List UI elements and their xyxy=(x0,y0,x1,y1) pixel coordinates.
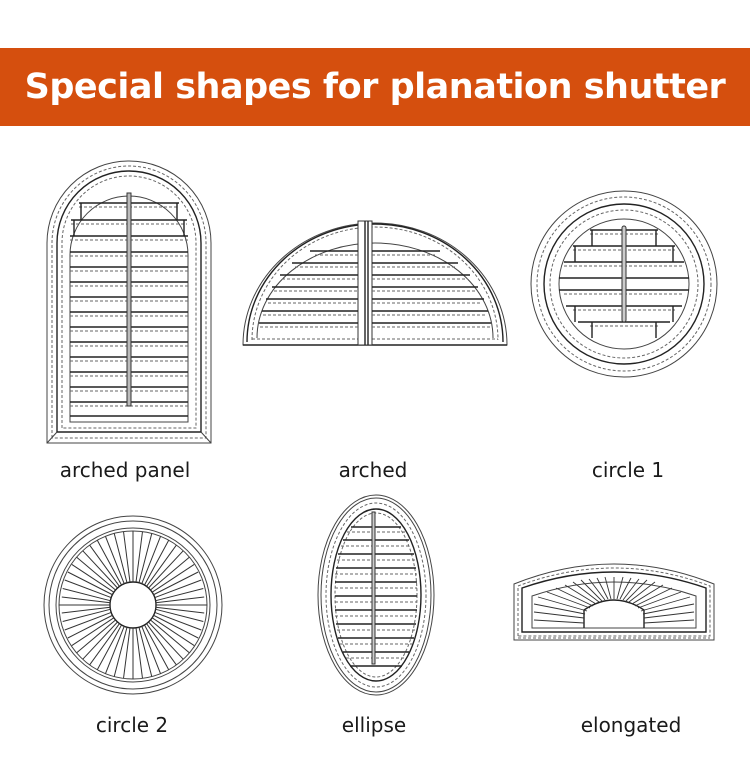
elongated-sunburst-shutter-drawing-icon xyxy=(512,554,717,642)
circle-louvered-shutter-drawing-icon xyxy=(528,188,720,380)
shape-label-elongated: elongated xyxy=(580,713,682,737)
arched-panel-shutter-drawing-icon xyxy=(44,160,214,445)
title-banner: Special shapes for planation shutter xyxy=(0,48,750,126)
shape-label-circle-2: circle 2 xyxy=(95,713,169,737)
page-title: Special shapes for planation shutter xyxy=(24,67,726,107)
circle-sunburst-shutter-drawing-icon xyxy=(42,514,224,696)
shape-label-circle-1: circle 1 xyxy=(591,458,665,482)
shape-label-arched: arched xyxy=(338,458,408,482)
arched-shutter-drawing-icon xyxy=(240,218,510,348)
shape-label-ellipse: ellipse xyxy=(341,713,407,737)
ellipse-shutter-drawing-icon xyxy=(315,492,437,698)
shape-label-arched-panel: arched panel xyxy=(59,458,191,482)
